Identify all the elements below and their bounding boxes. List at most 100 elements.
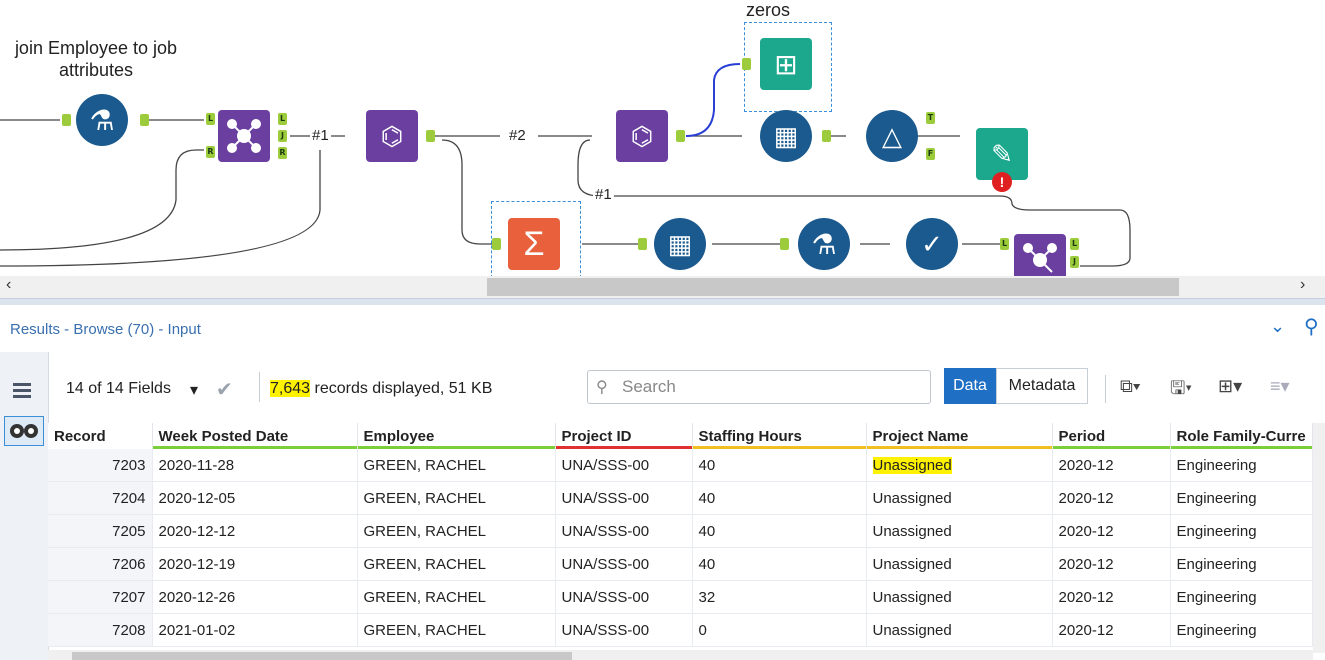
summarize-tool[interactable]: Σ	[508, 218, 560, 270]
join-l-out-anchor[interactable]: L	[278, 113, 287, 125]
output-anchor[interactable]	[140, 114, 149, 126]
table-cell[interactable]: Engineering	[1170, 580, 1313, 614]
table-row[interactable]: 7205 2020-12-12 GREEN, RACHEL UNA/SSS-00…	[48, 514, 1313, 548]
column-header[interactable]: Week Posted Date	[152, 423, 358, 449]
table-cell[interactable]: Unassigned	[866, 449, 1053, 482]
column-header[interactable]: Period	[1052, 423, 1171, 449]
table-row[interactable]: 7207 2020-12-26 GREEN, RACHEL UNA/SSS-00…	[48, 580, 1313, 614]
table-cell[interactable]: 2020-12-19	[152, 547, 358, 581]
column-header[interactable]: Record	[48, 423, 153, 449]
input-anchor[interactable]	[62, 114, 71, 126]
table-cell[interactable]: GREEN, RACHEL	[357, 449, 556, 482]
select-tool-2[interactable]: ⌬	[616, 110, 668, 162]
multi-field-formula-tool[interactable]: ▦	[760, 110, 812, 162]
table-horizontal-scrollbar[interactable]	[48, 650, 1313, 660]
search-input[interactable]: ⚲ Search	[587, 370, 931, 404]
metadata-view-button[interactable]: Metadata	[996, 368, 1088, 404]
table-cell[interactable]: 2020-12	[1052, 514, 1171, 548]
browse-tool[interactable]: ⊞	[760, 38, 812, 90]
table-cell[interactable]: 0	[692, 613, 867, 647]
table-row[interactable]: 7204 2020-12-05 GREEN, RACHEL UNA/SSS-00…	[48, 481, 1313, 515]
summarize-input-anchor[interactable]	[492, 238, 501, 250]
formula-tool-2[interactable]: ⚗	[798, 218, 850, 270]
check-icon[interactable]: ✔	[216, 379, 233, 401]
workflow-canvas[interactable]: zeros join Employee to job attributes ⚗ …	[0, 0, 1325, 298]
binoculars-icon[interactable]	[4, 416, 44, 446]
table-cell[interactable]: UNA/SSS-00	[555, 514, 693, 548]
table-cell[interactable]: Unassigned	[866, 547, 1053, 581]
browse-input-anchor[interactable]	[742, 58, 751, 70]
join-r-out-anchor[interactable]: R	[278, 147, 287, 159]
table-cell[interactable]: GREEN, RACHEL	[357, 580, 556, 614]
join-j-out-anchor[interactable]: J	[278, 130, 287, 142]
table-cell[interactable]: 2020-12-05	[152, 481, 358, 515]
join-right-anchor[interactable]: R	[206, 146, 215, 158]
table-cell[interactable]: Engineering	[1170, 613, 1313, 647]
table-cell[interactable]: UNA/SSS-00	[555, 613, 693, 647]
table-cell[interactable]: 40	[692, 547, 867, 581]
table-cell[interactable]: UNA/SSS-00	[555, 580, 693, 614]
table-cell[interactable]: 32	[692, 580, 867, 614]
add-column-icon[interactable]: ⊞▾	[1218, 376, 1243, 396]
save-icon[interactable]: 🖫▾	[1170, 378, 1192, 398]
join2-input-anchor[interactable]: L	[1000, 238, 1009, 250]
column-header[interactable]: Project Name	[866, 423, 1053, 449]
filter-tool[interactable]: △	[866, 110, 918, 162]
table-cell[interactable]: Unassigned	[866, 481, 1053, 515]
table-cell[interactable]: 2021-01-02	[152, 613, 358, 647]
fields-label[interactable]: 14 of 14 Fields	[66, 380, 171, 397]
table-cell[interactable]: Unassigned	[866, 580, 1053, 614]
table-cell[interactable]: 40	[692, 481, 867, 515]
table-cell[interactable]: Engineering	[1170, 514, 1313, 548]
join-tool[interactable]	[218, 110, 270, 162]
table-cell[interactable]: 2020-12	[1052, 547, 1171, 581]
mff2-input-anchor[interactable]	[638, 238, 647, 250]
table-vertical-scrollbar[interactable]	[1313, 423, 1325, 653]
formula2-input-anchor[interactable]	[780, 238, 789, 250]
table-cell[interactable]: GREEN, RACHEL	[357, 547, 556, 581]
join2-l-anchor[interactable]: L	[1070, 238, 1079, 250]
table-cell[interactable]: GREEN, RACHEL	[357, 514, 556, 548]
table-cell[interactable]: 2020-12	[1052, 580, 1171, 614]
select-output-anchor[interactable]	[426, 130, 435, 142]
select2-output-anchor[interactable]	[676, 130, 685, 142]
table-cell[interactable]: Engineering	[1170, 547, 1313, 581]
table-scroll-thumb[interactable]	[72, 652, 572, 660]
collapse-chevron-icon[interactable]: ⌄	[1270, 316, 1286, 336]
table-cell[interactable]: 2020-12	[1052, 481, 1171, 515]
column-header[interactable]: Role Family-Curre	[1170, 423, 1313, 449]
column-header[interactable]: Staffing Hours	[692, 423, 867, 449]
table-cell[interactable]: 2020-12-12	[152, 514, 358, 548]
table-row[interactable]: 7203 2020-11-28 GREEN, RACHEL UNA/SSS-00…	[48, 449, 1313, 482]
table-cell[interactable]: 40	[692, 514, 867, 548]
fields-dropdown-icon[interactable]: ▾	[190, 382, 199, 399]
table-cell[interactable]: GREEN, RACHEL	[357, 613, 556, 647]
copy-icon[interactable]: ⧉▾	[1120, 376, 1141, 396]
table-cell[interactable]: UNA/SSS-00	[555, 449, 693, 482]
table-cell[interactable]: UNA/SSS-00	[555, 481, 693, 515]
table-cell[interactable]: 2020-11-28	[152, 449, 358, 482]
table-cell[interactable]: UNA/SSS-00	[555, 547, 693, 581]
formula-tool[interactable]: ⚗	[76, 94, 128, 146]
multi-field-formula-tool-2[interactable]: ▦	[654, 218, 706, 270]
table-cell[interactable]: 2020-12-26	[152, 580, 358, 614]
pin-icon[interactable]: ⚲	[1304, 316, 1319, 338]
menu-icon[interactable]: ≡▾	[1270, 376, 1290, 396]
list-icon[interactable]	[11, 380, 33, 402]
mff-output-anchor[interactable]	[822, 130, 831, 142]
panel-splitter[interactable]	[0, 298, 1325, 305]
column-header[interactable]: Employee	[357, 423, 556, 449]
data-view-button[interactable]: Data	[944, 368, 996, 404]
table-cell[interactable]: Unassigned	[866, 613, 1053, 647]
table-cell[interactable]: Engineering	[1170, 481, 1313, 515]
filter-false-anchor[interactable]: F	[926, 148, 935, 160]
table-cell[interactable]: 2020-12	[1052, 449, 1171, 482]
join-left-anchor[interactable]: L	[206, 113, 215, 125]
join2-j-anchor[interactable]: J	[1070, 256, 1079, 268]
select-tool-1[interactable]: ⌬	[366, 110, 418, 162]
table-cell[interactable]: 40	[692, 449, 867, 482]
scroll-right-arrow[interactable]: ›	[1300, 276, 1306, 293]
table-cell[interactable]: Engineering	[1170, 449, 1313, 482]
check-tool[interactable]: ✓	[906, 218, 958, 270]
table-cell[interactable]: 2020-12	[1052, 613, 1171, 647]
